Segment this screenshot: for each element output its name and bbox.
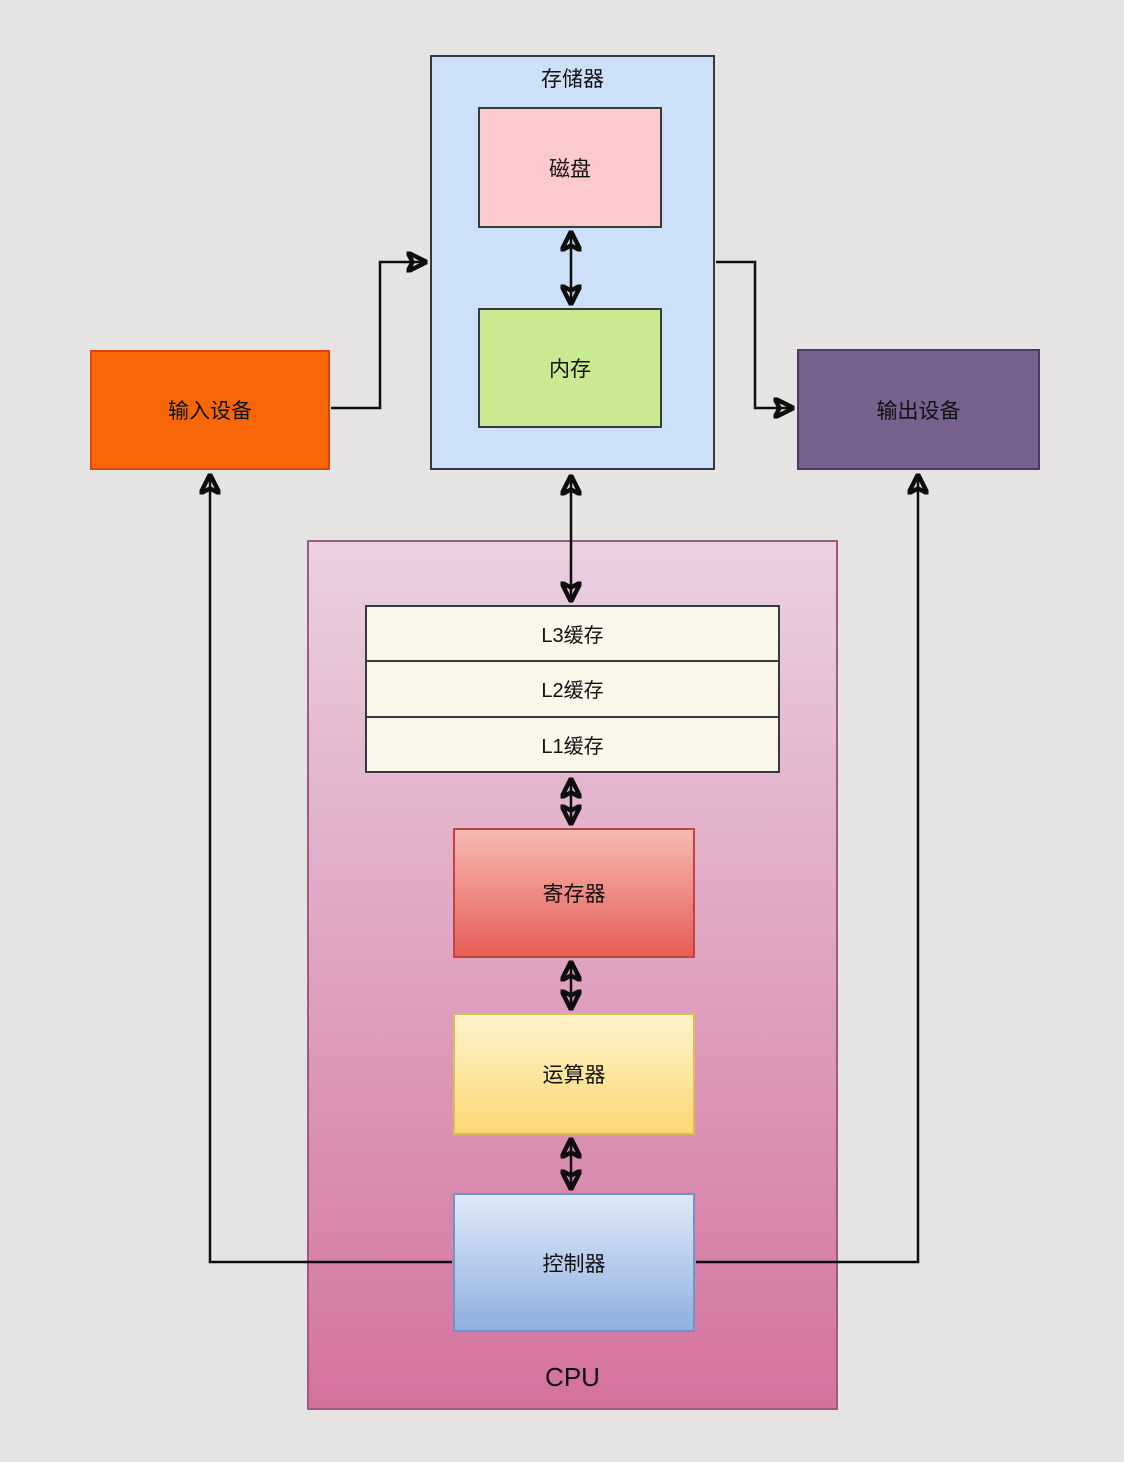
output-device-label: 输出设备 xyxy=(876,399,961,423)
disk-label: 磁盘 xyxy=(549,157,591,181)
arrow-input-storage xyxy=(331,262,425,410)
register-label: 寄存器 xyxy=(542,883,606,906)
register-box: 寄存器 xyxy=(453,828,695,958)
ram-box: 内存 xyxy=(478,308,662,428)
alu-label: 运算器 xyxy=(542,1064,606,1087)
l3-cache-row: L3缓存 xyxy=(367,607,778,663)
input-device-box: 输入设备 xyxy=(90,350,330,470)
output-device-box: 输出设备 xyxy=(797,349,1040,470)
ram-label: 内存 xyxy=(549,358,591,381)
cache-stack: L3缓存 L2缓存 L1缓存 xyxy=(365,605,780,773)
controller-label: 控制器 xyxy=(542,1252,606,1276)
input-device-label: 输入设备 xyxy=(168,400,252,423)
cpu-label: CPU xyxy=(545,1362,600,1392)
l1-cache-row: L1缓存 xyxy=(541,735,604,758)
storage-label: 存储器 xyxy=(541,68,604,91)
l2-cache-row: L2缓存 xyxy=(367,662,778,718)
disk-box: 磁盘 xyxy=(478,107,662,228)
controller-box: 控制器 xyxy=(453,1193,695,1332)
alu-box: 运算器 xyxy=(453,1013,695,1135)
arrow-storage-output xyxy=(716,260,792,408)
